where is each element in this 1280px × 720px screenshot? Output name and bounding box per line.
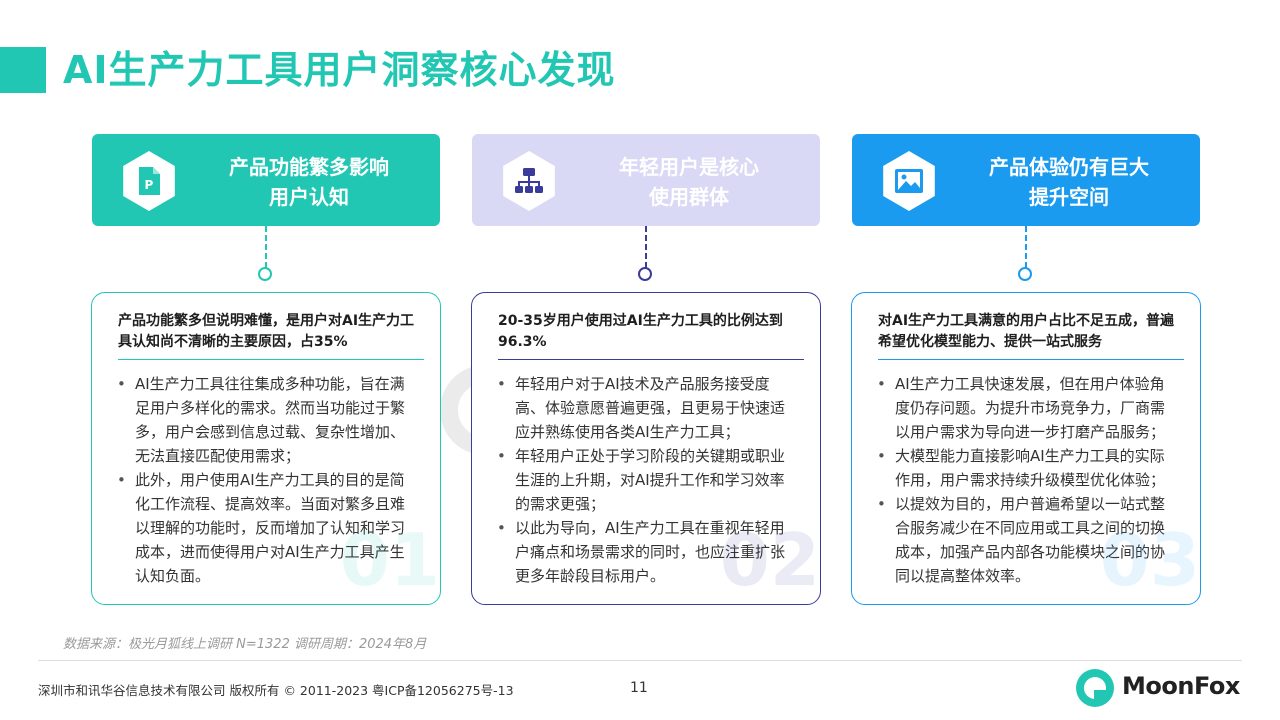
page-number: 11	[630, 680, 648, 696]
card-header-title-3: 产品体验仍有巨大 提升空间	[952, 152, 1186, 212]
card-header-title-1: 产品功能繁多影响 用户认知	[192, 152, 426, 212]
document-p-icon: P	[139, 167, 160, 195]
title-accent-bar	[0, 47, 46, 93]
hex-badge-3	[883, 151, 935, 211]
hex-badge-2	[503, 151, 555, 211]
image-icon	[895, 169, 923, 193]
card-number-3: 03	[1099, 518, 1200, 602]
card-header-1: P 产品功能繁多影响 用户认知	[92, 134, 440, 226]
card-header-line: 产品功能繁多影响	[229, 155, 389, 179]
card-header-line: 使用群体	[649, 185, 729, 209]
moonfox-logo: MoonFox	[1076, 668, 1242, 708]
card-header-title-2: 年轻用户是核心 使用群体	[572, 152, 806, 212]
connector-dot-3	[1018, 267, 1032, 281]
hex-badge-1: P	[123, 151, 175, 211]
footer-divider	[38, 660, 1242, 661]
connector-1	[265, 226, 267, 268]
bullet-item: 年轻用户正处于学习阶段的关键期或职业生涯的上升期，对AI提升工作和学习效率的需求…	[496, 444, 798, 516]
card-header-2: 年轻用户是核心 使用群体	[472, 134, 820, 226]
connector-2	[645, 226, 647, 268]
card-divider-2	[498, 359, 804, 360]
moonfox-logo-text: MoonFox	[1122, 672, 1240, 700]
insight-card-3: 对AI生产力工具满意的用户占比不足五成，普遍希望优化模型能力、提供一站式服务 A…	[851, 292, 1201, 605]
card-heading-2: 20-35岁用户使用过AI生产力工具的比例达到96.3%	[498, 313, 783, 350]
insight-card-1: 产品功能繁多但说明难懂，是用户对AI生产力工具认知尚不清晰的主要原因，占35% …	[91, 292, 441, 605]
card-heading-1: 产品功能繁多但说明难懂，是用户对AI生产力工具认知尚不清晰的主要原因，占35%	[118, 313, 415, 350]
connector-dot-1	[258, 267, 272, 281]
card-number-2: 02	[719, 518, 820, 602]
card-header-line: 年轻用户是核心	[619, 155, 759, 179]
bullet-list-3: AI生产力工具快速发展，但在用户体验角度仍存问题。为提升市场竞争力，厂商需以用户…	[876, 372, 1178, 588]
connector-dot-2	[638, 267, 652, 281]
bullet-item: 以此为导向，AI生产力工具在重视年轻用户痛点和场景需求的同时，也应注重扩张更多年…	[496, 516, 798, 588]
bullet-list-2: 年轻用户对于AI技术及产品服务接受度高、体验意愿普遍更强，且更易于快速适应并熟练…	[496, 372, 798, 588]
card-header-3: 产品体验仍有巨大 提升空间	[852, 134, 1200, 226]
data-source-note: 数据来源：极光月狐线上调研 N=1322 调研周期：2024年8月	[63, 637, 427, 652]
card-header-line: 用户认知	[269, 185, 349, 209]
connector-3	[1025, 226, 1027, 268]
card-header-line: 提升空间	[1029, 185, 1109, 209]
copyright-text: 深圳市和讯华谷信息技术有限公司 版权所有 © 2011-2023 粤ICP备12…	[38, 683, 514, 698]
card-divider-1	[118, 359, 424, 360]
insight-card-2: 20-35岁用户使用过AI生产力工具的比例达到96.3% 年轻用户对于AI技术及…	[471, 292, 821, 605]
moonfox-logo-icon	[1076, 669, 1114, 707]
bullet-item: 大模型能力直接影响AI生产力工具的实际作用，用户需求持续升级模型优化体验；	[876, 444, 1178, 492]
svg-text:P: P	[145, 178, 154, 192]
org-chart-icon	[515, 168, 543, 193]
card-heading-3: 对AI生产力工具满意的用户占比不足五成，普遍希望优化模型能力、提供一站式服务	[878, 313, 1175, 350]
bullet-list-1: AI生产力工具往往集成多种功能，旨在满足用户多样化的需求。然而当功能过于繁多，用…	[116, 372, 418, 588]
card-divider-3	[878, 359, 1184, 360]
bullet-item: 年轻用户对于AI技术及产品服务接受度高、体验意愿普遍更强，且更易于快速适应并熟练…	[496, 372, 798, 444]
bullet-item: AI生产力工具往往集成多种功能，旨在满足用户多样化的需求。然而当功能过于繁多，用…	[116, 372, 418, 468]
bullet-item: AI生产力工具快速发展，但在用户体验角度仍存问题。为提升市场竞争力，厂商需以用户…	[876, 372, 1178, 444]
card-number-1: 01	[339, 518, 440, 602]
page-title: AI生产力工具用户洞察核心发现	[63, 48, 616, 92]
card-header-line: 产品体验仍有巨大	[989, 155, 1149, 179]
bullet-item: 此外，用户使用AI生产力工具的目的是简化工作流程、提高效率。当面对繁多且难以理解…	[116, 468, 418, 588]
bullet-item: 以提效为目的，用户普遍希望以一站式整合服务减少在不同应用或工具之间的切换成本，加…	[876, 492, 1178, 588]
